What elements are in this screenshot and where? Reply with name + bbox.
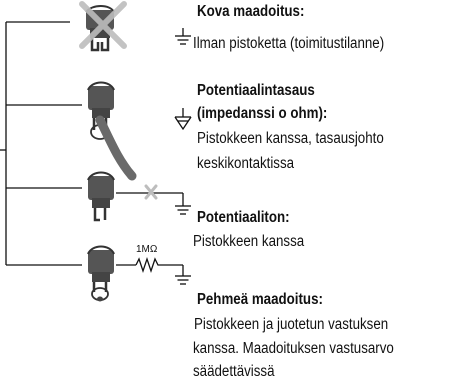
option-3-text: Pistokkeen kanssa	[193, 233, 305, 250]
equipotential-icon	[174, 116, 192, 131]
crossed-out-icon	[79, 1, 127, 49]
resistor-icon	[135, 256, 160, 274]
option-4-title: Pehmeä maadoitus:	[197, 291, 323, 308]
option-2-text-line-2: keskikontaktissa	[197, 155, 295, 172]
resistor-label: 1MΩ	[136, 244, 158, 255]
option-1-title: Kova maadoitus:	[197, 3, 305, 20]
plug-icon	[87, 245, 115, 302]
ground-icon	[175, 35, 191, 45]
ground-icon	[175, 205, 191, 215]
option-1-text: Ilman pistoketta (toimitustilanne)	[193, 35, 385, 52]
option-4-text-line-1: Pistokkeen ja juotetun vastuksen	[194, 316, 389, 333]
option-2-title-line-1: Potentiaalintasaus	[197, 82, 315, 99]
ground-icon	[175, 275, 191, 285]
disconnect-cross-icon	[144, 184, 158, 200]
equalization-wire-icon	[95, 115, 137, 181]
option-4-text-line-3: säädettävissä	[193, 363, 275, 380]
option-4-text-line-2: kanssa. Maadoituksen vastusarvo	[193, 340, 394, 357]
option-3-title: Potentiaaliton:	[197, 209, 290, 226]
option-2-text-line-1: Pistokkeen kanssa, tasausjohto	[197, 130, 384, 147]
plug-icon	[87, 171, 115, 222]
option-2-title-line-2: (impedanssi o ohm):	[197, 105, 328, 122]
